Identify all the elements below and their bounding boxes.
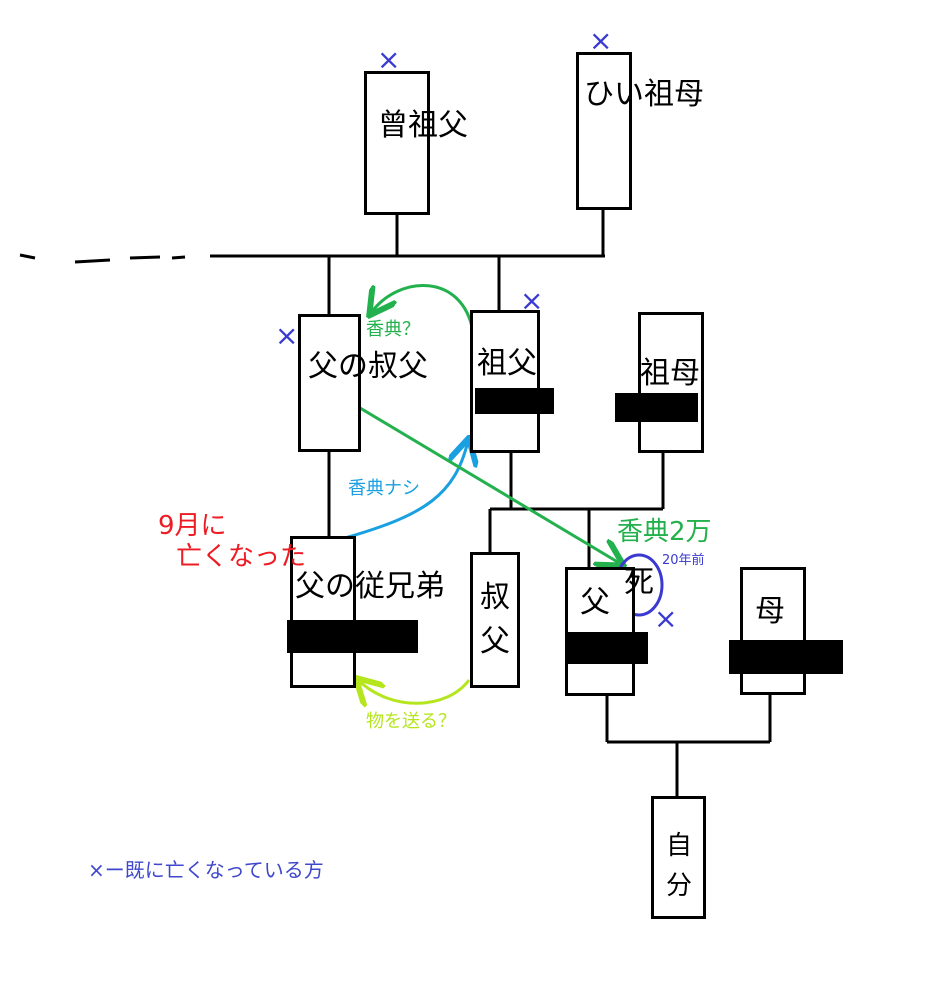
death-label: 死	[624, 565, 654, 600]
great-grandfather-box	[364, 71, 430, 215]
redaction-bar-grandfather	[475, 388, 554, 414]
father-box	[565, 567, 635, 696]
send-goods-note: 物を送る？	[366, 711, 456, 732]
deceased-mark-great-grandmother: ×	[589, 24, 613, 57]
koden-question-arrow	[371, 284, 475, 333]
grandmother-box	[638, 312, 704, 453]
deceased-mark-grandfather: ×	[520, 284, 544, 317]
deceased-mark-great-grandfather: ×	[377, 43, 401, 76]
fathers-cousin-label: 父の従兄弟	[295, 569, 445, 604]
great-grandmother-label: ひい祖母	[584, 77, 704, 112]
died-september-note-line1: 9月に	[158, 511, 227, 541]
grandmother-label: 祖母	[640, 356, 700, 391]
grandfather-label: 祖父	[477, 346, 537, 381]
uncle-label: 叔父	[480, 580, 510, 659]
koden-none-note: 香典ナシ	[348, 478, 420, 499]
send-goods-arrow	[358, 680, 471, 703]
mother-box	[740, 567, 806, 695]
mother-label: 母	[755, 594, 785, 629]
redaction-bar-mother	[729, 640, 843, 674]
koden-question-note: 香典？	[366, 319, 420, 340]
great-grandfather-label: 曾祖父	[378, 108, 468, 143]
deceased-mark-fathers-uncle: ×	[275, 319, 299, 352]
self-box	[651, 796, 706, 919]
fathers-uncle-box	[298, 314, 361, 452]
uncle-box	[470, 552, 520, 688]
redaction-bar-father	[565, 632, 648, 664]
father-label: 父	[580, 585, 610, 620]
grandfather-box	[470, 310, 540, 453]
legend-text: ×ー既に亡くなっている方	[88, 858, 324, 882]
dashed-lineage-line	[19, 253, 186, 264]
koden-none-arrow	[344, 441, 468, 540]
redaction-bar-grandmother	[615, 393, 698, 422]
fathers-uncle-label: 父の叔父	[308, 349, 428, 384]
redaction-bar-fathers-cousin	[287, 620, 418, 653]
koden-20k-note: 香典2万	[617, 517, 712, 547]
died-september-note-line2: 亡くなった	[176, 542, 307, 572]
fathers-cousin-box	[290, 536, 356, 688]
years-ago-note: 20年前	[662, 553, 705, 568]
tree-lines	[210, 208, 772, 797]
deceased-mark-father: ×	[654, 602, 678, 635]
great-grandmother-box	[576, 52, 632, 210]
self-label: 自分	[666, 831, 693, 901]
koden-20k-arrow	[339, 394, 621, 564]
